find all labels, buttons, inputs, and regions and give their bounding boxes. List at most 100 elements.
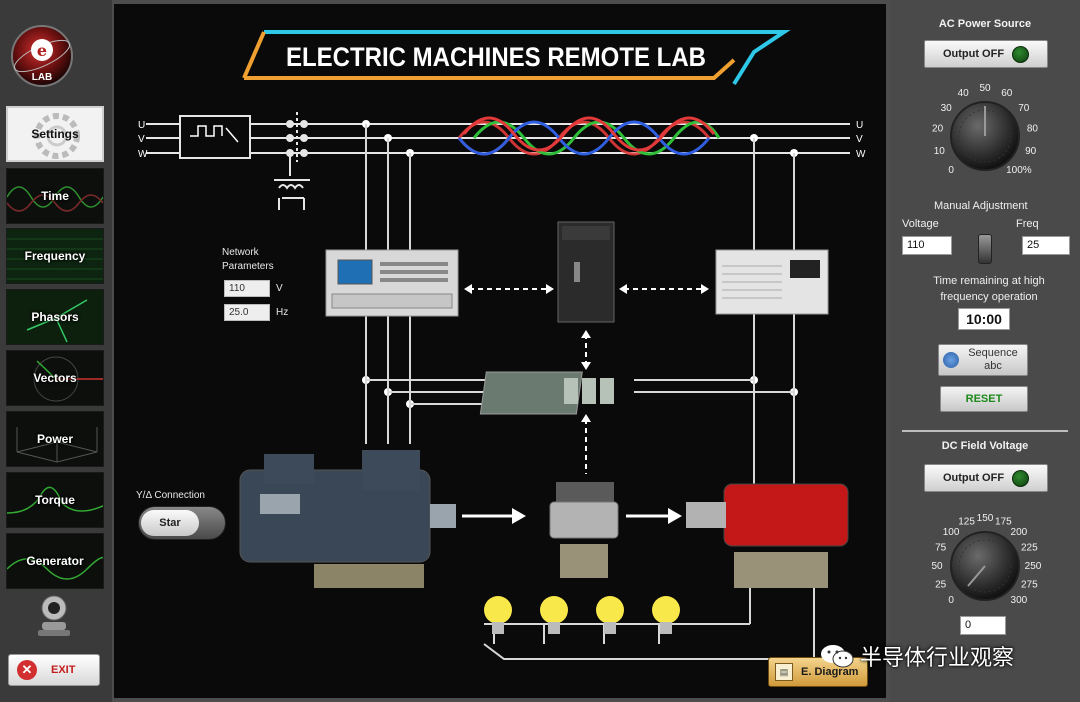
dc-output-led-icon	[1012, 469, 1030, 487]
network-frequency-unit: Hz	[276, 307, 289, 318]
connection-label: Y/Δ Connection	[136, 490, 205, 501]
nav-torque-label: Torque	[35, 493, 75, 507]
freq-input[interactable]: 25	[1022, 236, 1070, 255]
svg-text:e: e	[37, 41, 47, 60]
ac-power-source-title: AC Power Source	[938, 18, 1032, 30]
diagram-icon: ▤	[775, 663, 793, 681]
reset-button[interactable]: RESET	[940, 386, 1028, 412]
nav-vectors-label: Vectors	[33, 371, 77, 385]
dial-tick-label: 125	[958, 517, 975, 528]
torque-sensor	[549, 482, 619, 578]
nav-time-label: Time	[41, 189, 69, 203]
dial-tick-label: 225	[1021, 543, 1038, 554]
dial-tick-label: 275	[1021, 579, 1038, 590]
dial-tick-label: 300	[1011, 595, 1028, 606]
watermark-text: 半导体行业观察	[860, 646, 1015, 671]
sequence-label: Sequence abc	[968, 347, 1018, 372]
nav-phasors-label: Phasors	[31, 310, 79, 324]
sequence-button[interactable]: Sequence abc	[938, 344, 1028, 376]
phase-waveforms	[457, 116, 721, 156]
nav-generator-label: Generator	[26, 554, 84, 568]
dial-tick-label: 90	[1025, 146, 1037, 157]
page-title: ELECTRIC MACHINES REMOTE LAB	[286, 42, 706, 72]
nav-generator-button[interactable]: Generator	[6, 533, 104, 589]
wechat-icon	[821, 645, 854, 668]
logo-text: LAB	[32, 72, 53, 83]
dial-tick-label: 0	[948, 165, 954, 176]
phase-label-u-left: U	[138, 120, 145, 131]
manual-mode-switch[interactable]	[978, 234, 992, 264]
transformer-icon	[274, 153, 310, 210]
dial-tick-label: 25	[935, 579, 947, 590]
dial-tick-label: 60	[1001, 88, 1013, 99]
dial-tick-label: 70	[1018, 103, 1030, 114]
dial-tick-label: 75	[935, 543, 947, 554]
network-parameters-title: Network Parameters	[222, 247, 274, 272]
network-frequency-field: 25.0	[224, 304, 270, 321]
dc-power-source-device	[715, 249, 829, 315]
voltage-input[interactable]: 110	[902, 236, 952, 255]
dc-machine	[686, 483, 849, 588]
star-delta-toggle[interactable]: Star	[138, 506, 226, 540]
nav-phasors-button[interactable]: Phasors	[6, 289, 104, 345]
phase-label-u-right: U	[856, 120, 863, 131]
daq-module	[479, 371, 614, 415]
webcam-icon[interactable]	[34, 592, 74, 638]
phase-label-v-right: V	[856, 134, 863, 145]
phase-label-w-right: W	[856, 149, 866, 160]
ac-power-source-device	[325, 249, 459, 317]
nav-settings-label: Settings	[31, 127, 79, 141]
nav-power-button[interactable]: Power	[6, 411, 104, 467]
dial-tick-label: 200	[1011, 527, 1028, 538]
ac-output-label: Output OFF	[942, 48, 1005, 60]
dc-voltage-value: 0	[960, 616, 1006, 635]
phase-label-v-left: V	[138, 134, 145, 145]
time-remaining-label: Time remaining at high frequency operati…	[933, 275, 1045, 303]
star-label: Star	[141, 510, 199, 536]
dial-tick-label: 20	[932, 124, 944, 135]
load-lamps	[484, 596, 680, 634]
sidebar: e LAB Settings Time Frequency Phasors Ve…	[0, 0, 112, 702]
circuit-diagram: ELECTRIC MACHINES REMOTE LAB U V W U V W	[114, 4, 886, 698]
manual-adjustment-title: Manual Adjustment	[934, 200, 1028, 212]
comm-links	[469, 288, 704, 474]
voltage-label: Voltage	[902, 218, 939, 230]
nav-frequency-button[interactable]: Frequency	[6, 228, 104, 284]
dial-tick-label: 175	[995, 517, 1012, 528]
nav-frequency-label: Frequency	[24, 249, 86, 263]
network-voltage-unit: V	[276, 283, 283, 294]
nav-power-label: Power	[36, 432, 73, 446]
sequence-icon	[943, 352, 959, 368]
electrical-diagram-button[interactable]: ▤ E. Diagram	[768, 657, 868, 687]
exit-label: EXIT	[51, 664, 76, 676]
ac-output-button[interactable]: Output OFF	[924, 40, 1048, 68]
induction-motor	[239, 450, 456, 588]
network-voltage-field: 110	[224, 280, 270, 297]
three-phase-bus	[146, 123, 850, 154]
dc-output-button[interactable]: Output OFF	[924, 464, 1048, 492]
nav-torque-button[interactable]: Torque	[6, 472, 104, 528]
pc-tower	[557, 221, 615, 323]
dial-tick-label: 50	[979, 83, 991, 94]
dc-output-label: Output OFF	[942, 472, 1005, 484]
inverter-block	[179, 115, 251, 159]
dial-tick-label: 30	[941, 103, 953, 114]
time-remaining-value: 10:00	[958, 308, 1010, 330]
dial-tick-label: 10	[934, 146, 946, 157]
nav-settings-button[interactable]: Settings	[6, 106, 104, 162]
title-banner: ELECTRIC MACHINES REMOTE LAB	[242, 30, 791, 86]
panel-divider	[902, 430, 1068, 432]
nav-vectors-button[interactable]: Vectors	[6, 350, 104, 406]
dial-tick-label: 80	[1027, 124, 1039, 135]
watermark: 半导体行业观察	[820, 638, 1014, 674]
breaker-switch	[286, 112, 308, 162]
dial-tick-label: 0	[948, 595, 954, 606]
nav-time-button[interactable]: Time	[6, 168, 104, 224]
exit-button[interactable]: ✕ EXIT	[8, 654, 100, 686]
phase-label-w-left: W	[138, 149, 148, 160]
dial-tick-label: 50	[931, 561, 943, 572]
